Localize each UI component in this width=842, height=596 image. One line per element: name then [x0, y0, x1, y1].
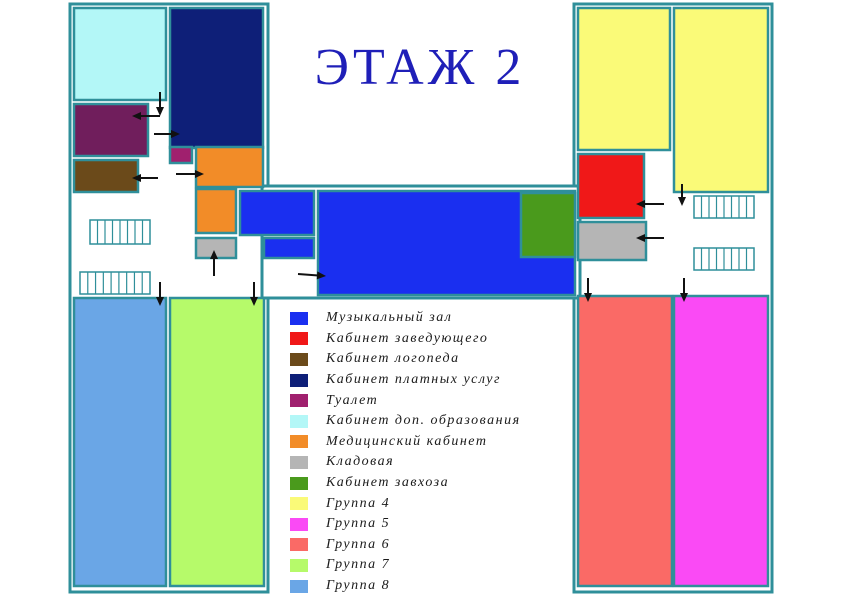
legend-swatch	[290, 497, 308, 511]
legend-swatch	[290, 394, 308, 408]
legend-swatch	[290, 517, 308, 531]
legend-label: Кабинет заведующего	[326, 330, 489, 346]
door-arrow-storage-left	[210, 250, 218, 276]
legend-swatch	[290, 558, 308, 572]
toilet-room	[168, 145, 194, 165]
legend-swatch	[290, 538, 308, 552]
legend-label: Группа 6	[326, 536, 391, 552]
legend-label: Кладовая	[326, 454, 395, 470]
door-arrow-group-7	[250, 282, 258, 306]
legend-label: Медицинский кабинет	[326, 433, 488, 449]
door-arrow-medical	[176, 170, 204, 178]
legend-label: Кабинет доп. образования	[326, 413, 521, 429]
doors-layer	[132, 92, 688, 306]
legend-swatch	[290, 435, 308, 449]
legend-item: Кабинет доп. образования	[290, 411, 570, 432]
legend-swatch	[290, 476, 308, 490]
legend-item: Медицинский кабинет	[290, 432, 570, 453]
door-arrow-group-6	[584, 278, 592, 302]
legend-item: Кабинет заведующего	[290, 329, 570, 350]
legend-swatch	[290, 455, 308, 469]
legend-swatch	[290, 352, 308, 366]
legend-label: Туалет	[326, 392, 379, 408]
music-hall-small-2	[262, 236, 316, 260]
head-office-room	[576, 152, 646, 220]
group-4-right	[672, 6, 770, 194]
legend-swatch	[290, 332, 308, 346]
logoped-room-upper	[72, 102, 150, 158]
dop-obrazovanie-room	[72, 6, 168, 102]
platnye-uslugi-room	[168, 6, 265, 150]
door-arrow-logoped-upper	[132, 112, 160, 120]
door-arrow-vertical-right	[678, 184, 686, 206]
legend-label: Группа 5	[326, 516, 391, 532]
group-5-room	[672, 294, 770, 588]
staircase-right-lower	[693, 247, 755, 271]
legend-label: Музыкальный зал	[326, 310, 453, 326]
rooms-layer	[72, 6, 770, 588]
door-arrow-platnye	[154, 130, 180, 138]
stairs-layer	[79, 195, 755, 295]
legend-label: Кабинет логопеда	[326, 351, 460, 367]
legend-swatch	[290, 579, 308, 593]
door-arrow-storage-right	[636, 234, 664, 242]
legend-label: Кабинет платных услуг	[326, 372, 501, 388]
door-arrow-head-office	[636, 200, 664, 208]
legend-swatch	[290, 414, 308, 428]
legend-item: Кабинет завхоза	[290, 473, 570, 494]
staircase-right-upper	[693, 195, 755, 219]
storage-room-right	[576, 220, 648, 262]
legend-swatch	[290, 373, 308, 387]
legend-label: Кабинет завхоза	[326, 475, 450, 491]
legend-item: Группа 6	[290, 535, 570, 556]
group-4-left	[576, 6, 672, 152]
legend-label: Группа 8	[326, 578, 391, 594]
door-arrow-logoped	[132, 174, 158, 182]
legend-label: Группа 4	[326, 495, 391, 511]
group-6-room	[576, 294, 674, 588]
legend-item: Группа 8	[290, 576, 570, 596]
door-arrow-vertical-1	[156, 92, 164, 116]
legend-item: Кабинет логопеда	[290, 349, 570, 370]
group-7-room	[168, 296, 266, 588]
legend-item: Кабинет платных услуг	[290, 370, 570, 391]
group-8-room	[72, 296, 168, 588]
staircase-left-upper	[89, 219, 151, 245]
legend-item: Группа 7	[290, 555, 570, 576]
music-hall-small-1	[238, 189, 316, 237]
legend-label: Группа 7	[326, 557, 391, 573]
legend-item: Туалет	[290, 390, 570, 411]
medical-room-lower	[194, 187, 238, 235]
door-arrow-group-8	[156, 282, 164, 306]
logoped-room	[72, 158, 140, 194]
staircase-left-lower	[79, 271, 151, 295]
legend-swatch	[290, 311, 308, 325]
door-arrow-music-hall	[297, 271, 326, 280]
legend-item: Кладовая	[290, 452, 570, 473]
door-arrow-group-5	[680, 278, 688, 302]
zavhoz-room	[519, 191, 577, 259]
medical-room-upper	[194, 145, 265, 189]
legend-item: Группа 4	[290, 493, 570, 514]
floor-title: ЭТАЖ 2	[314, 39, 526, 96]
legend-item: Музыкальный зал	[290, 308, 570, 329]
legend-item: Группа 5	[290, 514, 570, 535]
